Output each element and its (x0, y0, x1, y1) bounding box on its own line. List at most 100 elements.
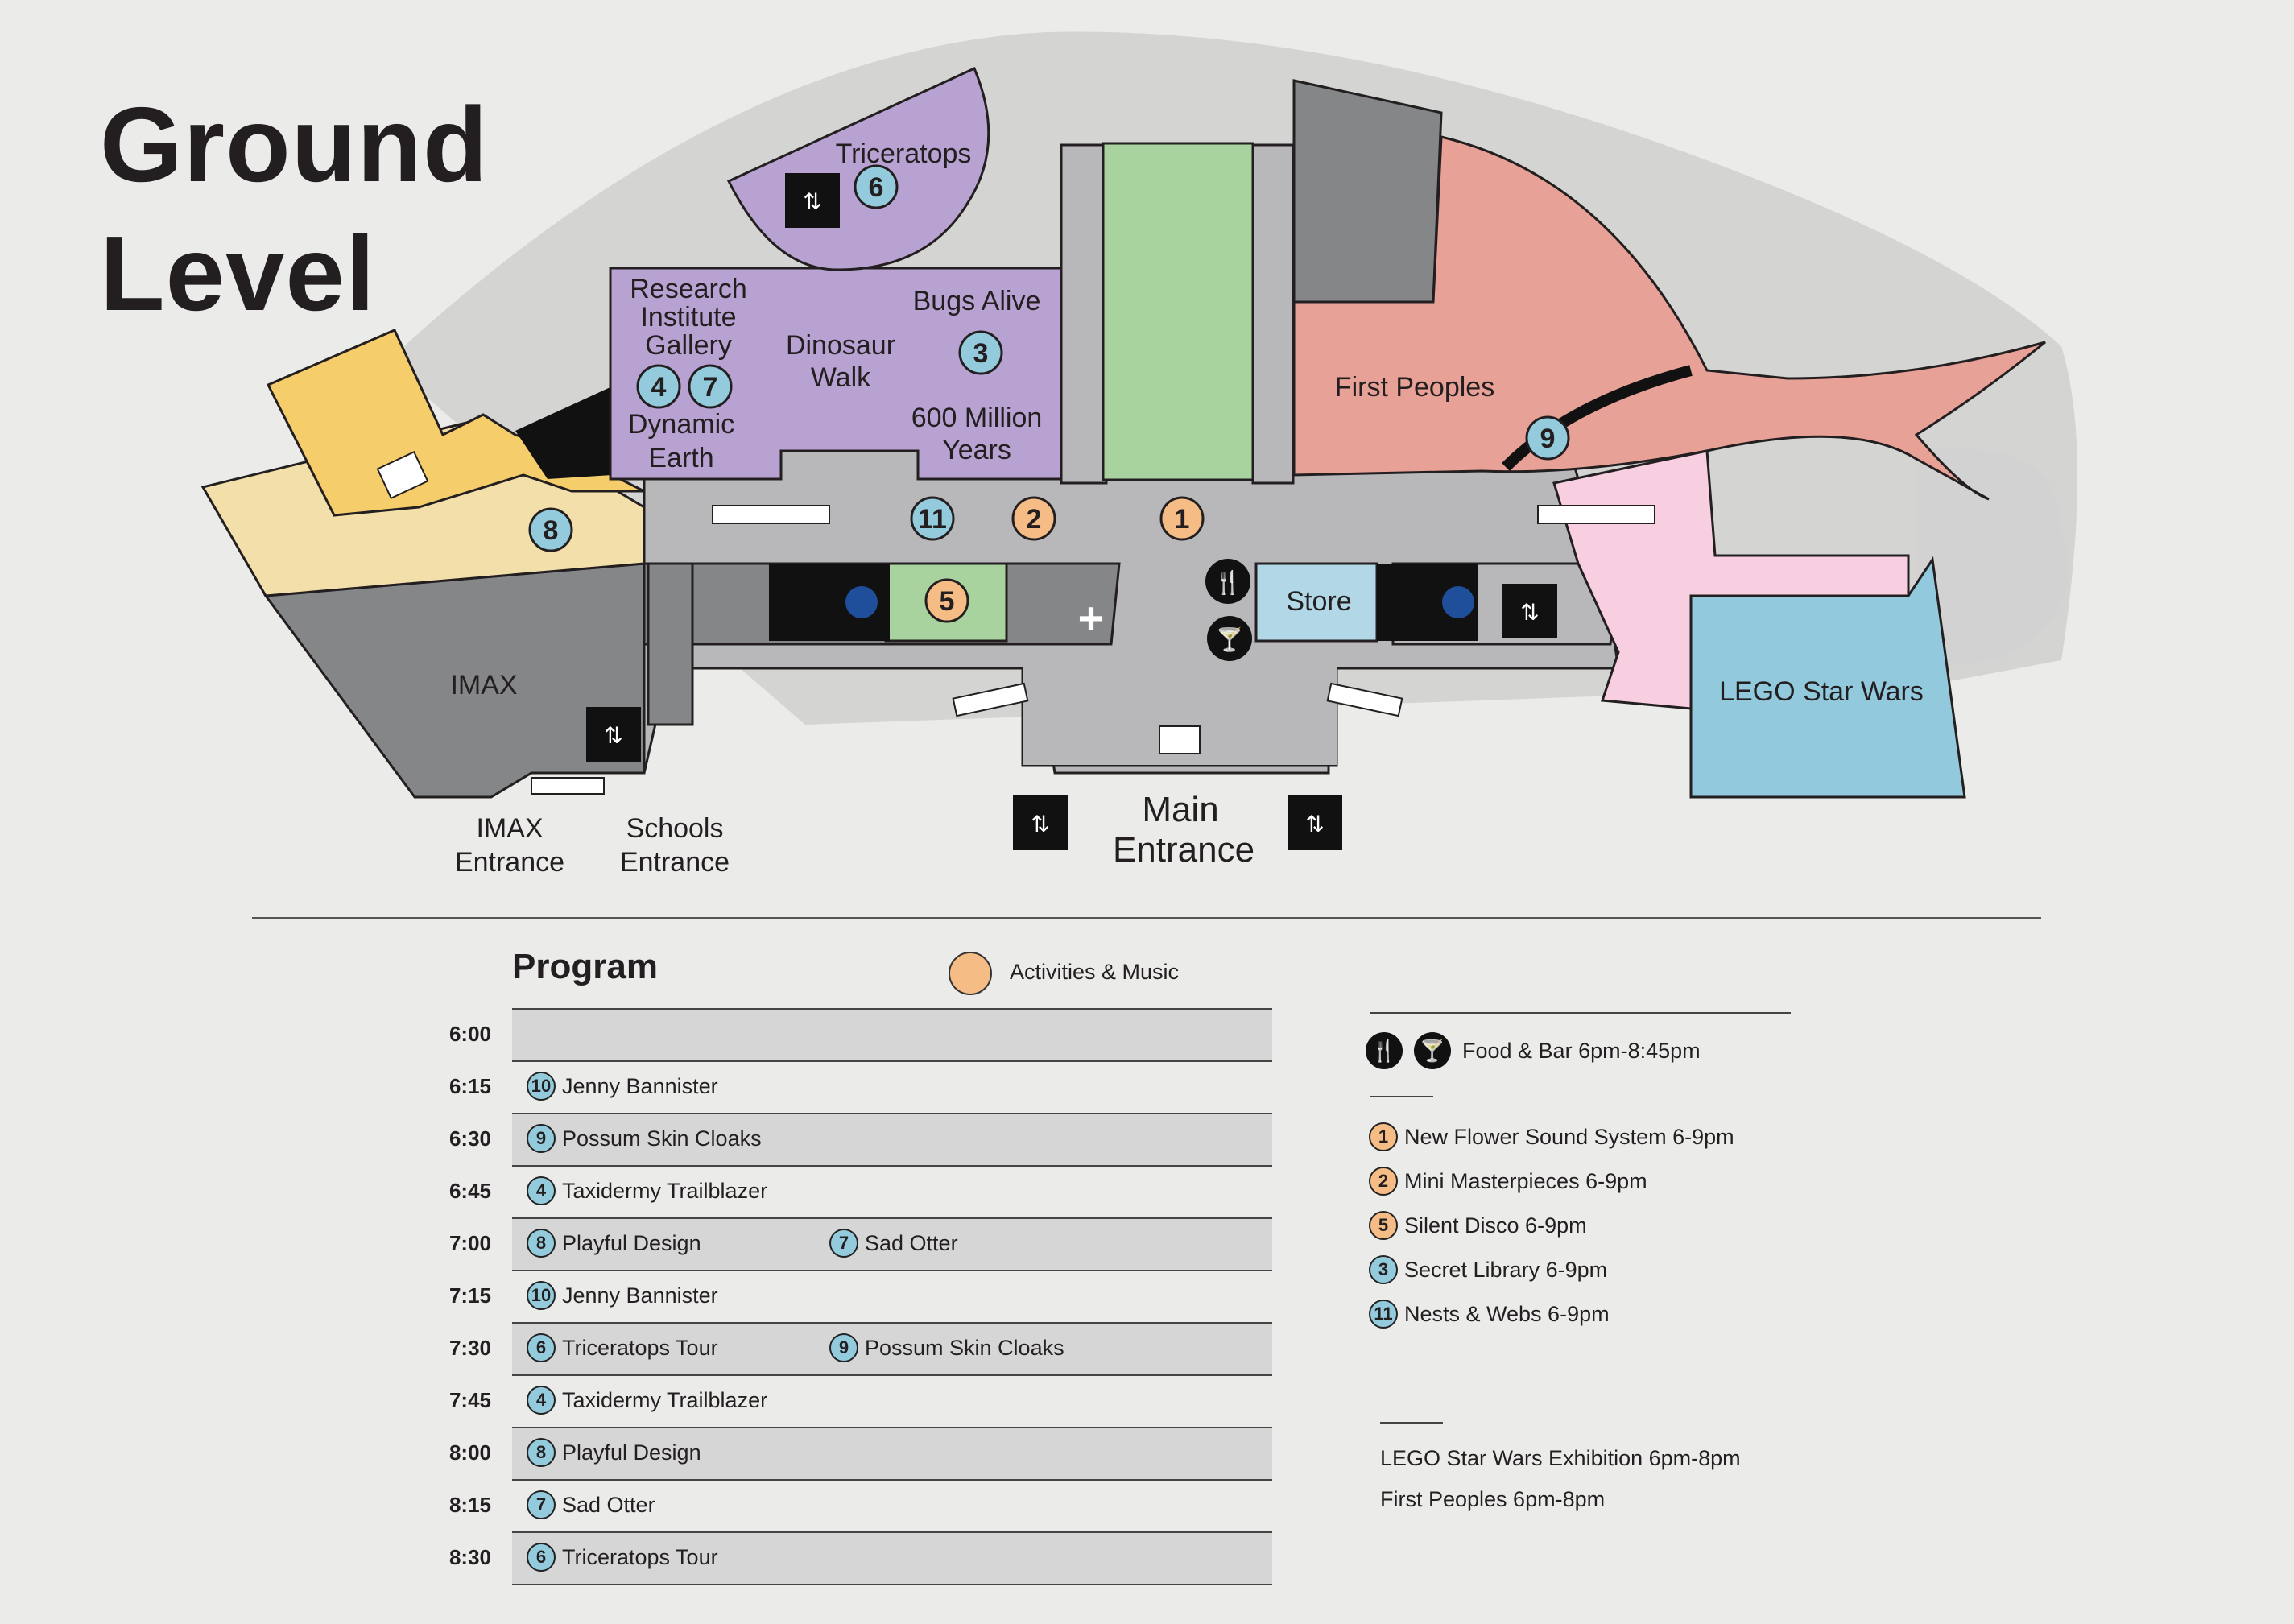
stairs (376, 450, 1655, 795)
program-time: 7:45 (448, 1388, 491, 1412)
label-main-2: Entrance (1113, 830, 1254, 870)
program-title: Program (512, 947, 658, 986)
svg-text:⇅: ⇅ (1520, 600, 1539, 625)
page-title: Ground Level (100, 81, 489, 338)
program-entry-number: 10 (527, 1072, 556, 1101)
bar-icon: 🍸 (1414, 1032, 1451, 1069)
label-600m-1: 600 Million (911, 403, 1043, 433)
label-dynamic-2: Earth (648, 443, 713, 473)
program-entry-label: Taxidermy Trailblazer (562, 1178, 768, 1203)
bar-icon (1207, 616, 1252, 661)
program-time: 6:45 (448, 1179, 491, 1203)
side-legend-label: Silent Disco 6-9pm (1404, 1213, 1587, 1238)
purple-zone (609, 267, 1063, 481)
title-line-2: Level (100, 214, 376, 333)
svg-text:⇅: ⇅ (1031, 812, 1049, 837)
label-research-1: Research (630, 274, 747, 304)
map-marker-3: 3 (958, 330, 1003, 375)
activities-legend-label: Activities & Music (1010, 960, 1180, 984)
side-legend-divider-short (1370, 1096, 1433, 1097)
program-time: 7:00 (448, 1231, 491, 1255)
title-line-1: Ground (100, 85, 489, 204)
accessible-icon (1442, 586, 1474, 618)
program-time: 8:15 (448, 1493, 491, 1517)
map-marker-9: 9 (1525, 415, 1570, 461)
lift-icon (586, 707, 641, 762)
label-dynamic-1: Dynamic (628, 409, 734, 440)
label-lego: LEGO Star Wars (1719, 676, 1924, 707)
main-hall (1023, 636, 1337, 765)
label-schools-1: Schools (626, 813, 724, 844)
label-dinosaur-1: Dinosaur (786, 330, 895, 361)
label-imax-entrance-2: Entrance (455, 847, 564, 878)
svg-text:4: 4 (651, 372, 667, 403)
exhibition-lego: LEGO Star Wars Exhibition 6pm-8pm (1380, 1446, 1741, 1470)
svg-text:⇅: ⇅ (803, 189, 821, 214)
label-dinosaur-2: Walk (811, 362, 871, 393)
side-legend-label: Nests & Webs 6-9pm (1404, 1301, 1610, 1326)
lift-icon (1502, 584, 1557, 638)
map-marker-8: 8 (528, 507, 573, 552)
program-bottom-border (512, 1584, 1272, 1585)
program-entry-number: 4 (527, 1386, 556, 1415)
svg-text:🍸: 🍸 (1216, 626, 1244, 653)
svg-text:11: 11 (918, 504, 947, 535)
program-entry-number: 8 (527, 1229, 556, 1258)
side-legend-number: 3 (1369, 1255, 1398, 1284)
side-legend-number: 5 (1369, 1211, 1398, 1240)
program-entry-label: Taxidermy Trailblazer (562, 1387, 768, 1412)
right-shadow-blob (1916, 448, 2069, 668)
toilets-block-north (515, 386, 612, 479)
label-research-2: Institute (640, 302, 736, 333)
svg-text:9: 9 (1540, 424, 1556, 454)
map-marker-5: 5 (924, 578, 969, 623)
program-entry-number: 7 (527, 1490, 556, 1519)
map-marker-11: 11 (910, 496, 955, 541)
program-time: 6:15 (448, 1074, 491, 1098)
label-600m-2: Years (942, 435, 1011, 465)
program-entry-label: Playful Design (562, 1230, 701, 1255)
label-research-3: Gallery (645, 330, 732, 361)
side-legend-number: 2 (1369, 1167, 1398, 1196)
map-marker-4: 4 (636, 364, 681, 409)
program-time: 6:30 (448, 1126, 491, 1151)
svg-text:6: 6 (869, 172, 884, 203)
svg-text:⇅: ⇅ (1305, 812, 1324, 837)
program-entry-number: 6 (527, 1333, 556, 1362)
label-first-peoples: First Peoples (1335, 372, 1494, 403)
svg-text:8: 8 (544, 515, 559, 546)
svg-text:5: 5 (940, 586, 955, 617)
label-triceratops: Triceratops (836, 138, 972, 169)
svg-text:🍴: 🍴 (1214, 569, 1242, 596)
svg-text:7: 7 (703, 372, 718, 403)
program-entry-number: 10 (527, 1281, 556, 1310)
label-imax-entrance-1: IMAX (476, 813, 543, 844)
program-time: 7:30 (448, 1336, 491, 1360)
map-marker-7: 7 (688, 364, 733, 409)
label-store: Store (1286, 586, 1351, 617)
svg-text:3: 3 (973, 338, 989, 369)
side-legend-label: New Flower Sound System 6-9pm (1404, 1124, 1734, 1149)
food-icon (1205, 559, 1250, 604)
program-entry-label: Jenny Bannister (562, 1073, 718, 1098)
lift-icon (785, 173, 840, 228)
program-entry-number: 6 (527, 1543, 556, 1572)
